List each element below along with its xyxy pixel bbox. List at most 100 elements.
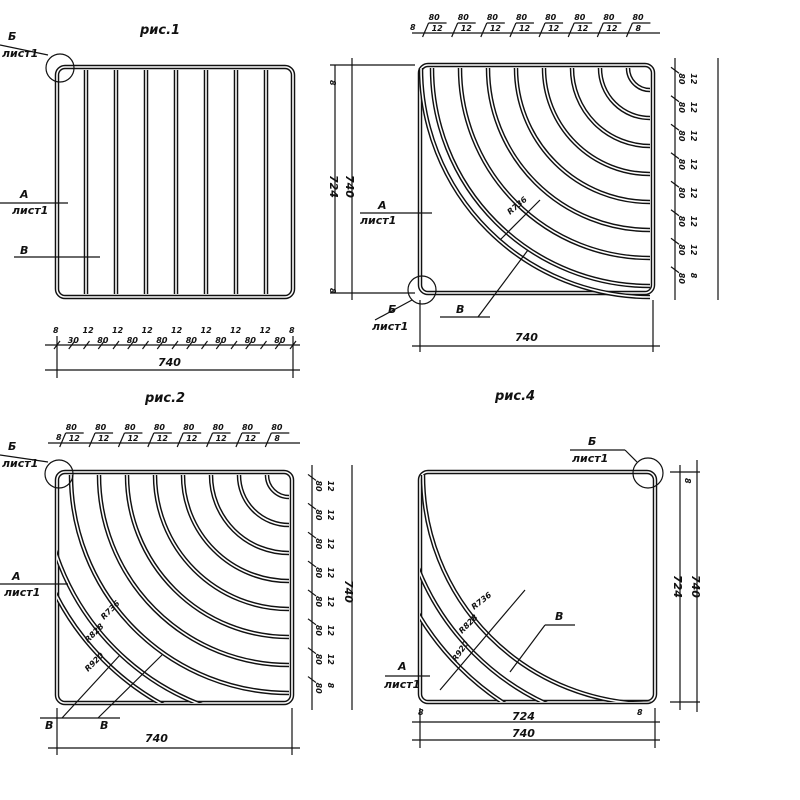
rebar-arc-inner xyxy=(571,67,651,147)
dimension-tick xyxy=(274,340,282,350)
figure-4-callout-circle xyxy=(632,457,664,489)
figure-1-frame-inner xyxy=(56,66,294,298)
figure-1: рис.1 Б лист1 А лист1 В 8301280128012801… xyxy=(0,23,300,378)
leader-line xyxy=(97,654,163,719)
radius-label: R920 xyxy=(450,639,471,663)
figure-4: рис.4 Б лист1 R736 R828 R920 В А лист1 8… xyxy=(384,389,702,748)
dimension-value: 12 xyxy=(689,73,698,85)
dimension-tick xyxy=(670,123,680,131)
bottom-inner-dimension: 724 xyxy=(512,710,535,723)
dimension-tick xyxy=(88,432,96,448)
dimension-tick xyxy=(289,340,297,350)
dimension-tick xyxy=(206,432,214,448)
right-total-dimension: 740 xyxy=(689,575,702,598)
dimension-value: 12 xyxy=(326,480,335,492)
dimension-value: 12 xyxy=(127,434,139,443)
dimension-value: 80 xyxy=(215,336,227,345)
dimension-value: 80 xyxy=(677,273,686,285)
right-top-dimension: 8 xyxy=(683,478,692,484)
total-dimension: 740 xyxy=(515,331,538,344)
dimension-tick xyxy=(260,340,267,350)
callout-b-label: Б xyxy=(8,440,16,453)
label-a-sheet: лист1 xyxy=(360,214,396,227)
dimension-value: 12 xyxy=(83,326,95,335)
dimension-value: 80 xyxy=(127,336,139,345)
figure-2-arcs xyxy=(57,474,290,703)
dimension-value: 80 xyxy=(156,336,168,345)
figure-1-callout-circle xyxy=(45,53,75,83)
figure-4-frame-inner xyxy=(419,471,656,703)
dimension-value: 80 xyxy=(677,187,686,199)
left-inner-dimension: 724 xyxy=(327,175,340,198)
dimension-tick xyxy=(670,66,680,74)
figure-4-frame xyxy=(417,469,658,705)
dim-start: 8 xyxy=(410,23,416,32)
dimension-tick xyxy=(538,22,546,38)
rebar-arc xyxy=(420,567,548,702)
rebar-arc xyxy=(208,474,290,556)
rebar-arc-inner xyxy=(431,67,651,287)
dimension-value: 80 xyxy=(677,102,686,114)
dimension-tick xyxy=(670,180,680,188)
dimension-value: 12 xyxy=(69,434,81,443)
dimension-value: 80 xyxy=(516,13,528,22)
leader-line xyxy=(0,454,49,463)
label-a: А xyxy=(377,199,387,212)
label-a: А xyxy=(11,570,21,583)
dimension-value: 80 xyxy=(632,13,644,22)
dimension-tick xyxy=(670,209,680,217)
figure-3-frame-inner xyxy=(419,64,654,294)
dimension-tick xyxy=(625,22,633,38)
rebar-arc xyxy=(569,67,651,149)
dimension-value: 12 xyxy=(142,326,154,335)
dimension-value: 12 xyxy=(689,102,698,114)
leader-line xyxy=(0,44,49,56)
dimension-value: 12 xyxy=(689,216,698,228)
dimension-tick xyxy=(670,237,680,245)
leader-line xyxy=(61,654,121,719)
figure-3-frame xyxy=(417,62,656,296)
dimension-value: 80 xyxy=(314,625,323,637)
dimension-value: 80 xyxy=(183,423,195,432)
dimension-tick xyxy=(68,340,76,350)
radius-label: R736 xyxy=(470,590,494,611)
dimension-value: 12 xyxy=(689,187,698,199)
dimension-value: 8 xyxy=(689,273,698,279)
dimension-tick xyxy=(567,22,575,38)
dimension-tick xyxy=(307,473,317,481)
dimension-tick xyxy=(451,22,459,38)
rebar-arc-inner xyxy=(154,474,290,610)
rebar-arc-inner xyxy=(627,67,651,91)
dimension-value: 80 xyxy=(66,423,78,432)
dimension-value: 12 xyxy=(186,434,198,443)
dimension-value: 80 xyxy=(314,596,323,608)
dimension-value: 12 xyxy=(260,326,272,335)
dimension-value: 80 xyxy=(314,509,323,521)
dimension-value: 12 xyxy=(326,625,335,637)
dimension-value: 12 xyxy=(171,326,183,335)
dimension-tick xyxy=(83,340,90,350)
total-dimension: 740 xyxy=(145,732,168,745)
label-b: В xyxy=(20,244,28,257)
dimension-tick xyxy=(307,531,317,539)
right-total-dimension: 740 xyxy=(342,580,355,603)
rebar-arc-inner xyxy=(266,474,290,498)
dimension-value: 12 xyxy=(245,434,257,443)
dimension-value: 80 xyxy=(677,216,686,228)
dimension-tick xyxy=(97,340,105,350)
dim-start: 8 xyxy=(56,433,62,442)
rebar-arc-inner xyxy=(98,474,290,666)
callout-b-sheet: лист1 xyxy=(572,452,608,465)
label-a-sheet: лист1 xyxy=(384,678,420,691)
dimension-tick xyxy=(670,152,680,160)
rebar-arc-inner xyxy=(57,594,162,703)
dimension-tick xyxy=(307,502,317,510)
dimension-value: 80 xyxy=(274,336,286,345)
figure-3-arcs xyxy=(418,67,651,300)
dimension-tick xyxy=(307,589,317,597)
dimension-value: 80 xyxy=(487,13,499,22)
